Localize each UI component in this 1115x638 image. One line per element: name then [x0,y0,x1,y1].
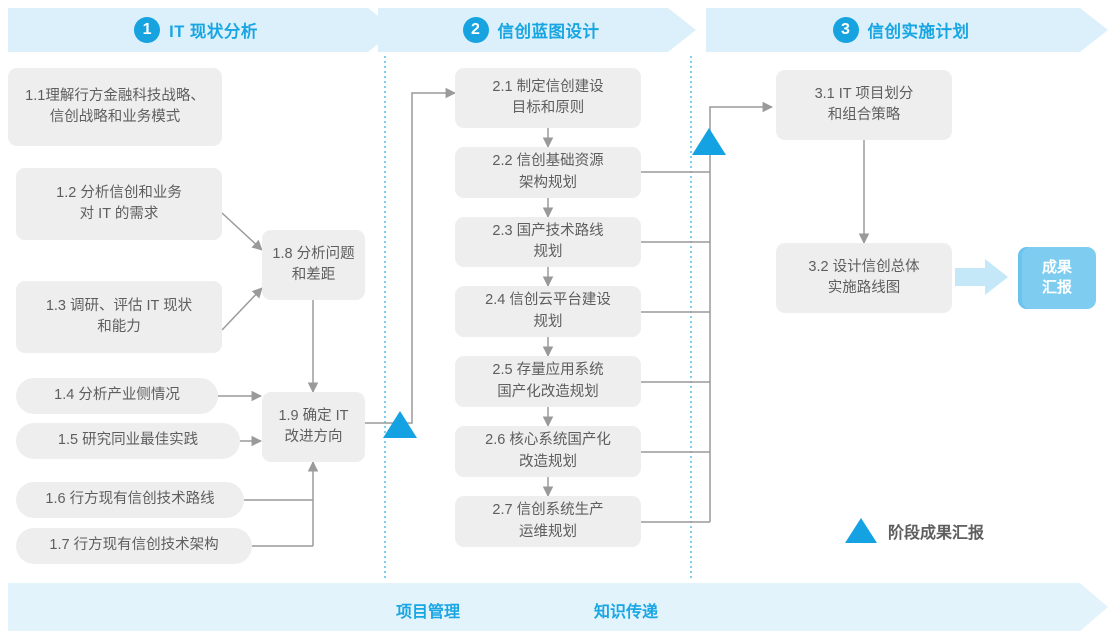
process-box-2-3[interactable]: 2.3 国产技术路线 规划 [455,217,641,267]
bottom-label-project-management: 项目管理 [396,604,461,621]
phase-title-3: 信创实施计划 [867,23,970,41]
legend: 阶段成果汇报 [845,518,984,543]
process-box-2-1[interactable]: 2.1 制定信创建设 目标和原则 [455,68,641,128]
process-box-1-2[interactable]: 1.2 分析信创和业务 对 IT 的需求 [16,168,222,240]
result-arrow-icon [955,259,1008,295]
phase-number-2: 2 [462,17,489,43]
process-box-2-7[interactable]: 2.7 信创系统生产 运维规划 [455,496,641,547]
phase-title-1: IT 现状分析 [169,23,258,41]
process-box-2-6[interactable]: 2.6 核心系统国产化 改造规划 [455,426,641,477]
edge-1-2-to-1-8 [221,212,263,251]
phase-header-1: 1 IT 现状分析 [8,8,396,52]
process-box-1-8[interactable]: 1.8 分析问题 和差距 [262,230,365,300]
process-box-1-3[interactable]: 1.3 调研、评估 IT 现状 和能力 [16,281,222,353]
phase-header-3: 3 信创实施计划 [706,8,1108,52]
process-box-1-9[interactable]: 1.9 确定 IT 改进方向 [262,392,365,462]
process-box-1-6[interactable]: 1.6 行方现有信创技术路线 [16,482,244,518]
bottom-label-knowledge-transfer: 知识传递 [594,604,659,621]
process-box-1-7[interactable]: 1.7 行方现有信创技术架构 [16,528,252,564]
process-box-3-1[interactable]: 3.1 IT 项目划分 和组合策略 [776,70,952,140]
process-box-1-4[interactable]: 1.4 分析产业侧情况 [16,378,218,414]
process-box-2-2[interactable]: 2.2 信创基础资源 架构规划 [455,147,641,198]
process-box-2-5[interactable]: 2.5 存量应用系统 国产化改造规划 [455,356,641,407]
phase-title-2: 信创蓝图设计 [497,23,600,41]
phase-number-3: 3 [832,17,859,43]
milestone-triangle-phase2 [692,128,726,155]
milestone-triangle-phase1 [383,411,417,438]
result-chip[interactable]: 成果 汇报 [1018,247,1096,309]
process-box-3-2[interactable]: 3.2 设计信创总体 实施路线图 [776,243,952,313]
phase-header-2: 2 信创蓝图设计 [378,8,696,52]
edge-bus-to-3-1 [709,101,774,522]
milestone-triangle-icon [845,518,877,543]
bottom-band-shape [8,583,1108,631]
process-box-1-1[interactable]: 1.1理解行方金融科技战略、 信创战略和业务模式 [8,68,222,146]
legend-label: 阶段成果汇报 [888,524,985,542]
edge-1-9-to-2-1 [365,87,457,424]
edge-1-3-to-1-8 [221,287,263,331]
phase-number-1: 1 [134,17,161,43]
process-box-1-5[interactable]: 1.5 研究同业最佳实践 [16,423,240,459]
process-box-2-4[interactable]: 2.4 信创云平台建设 规划 [455,286,641,337]
